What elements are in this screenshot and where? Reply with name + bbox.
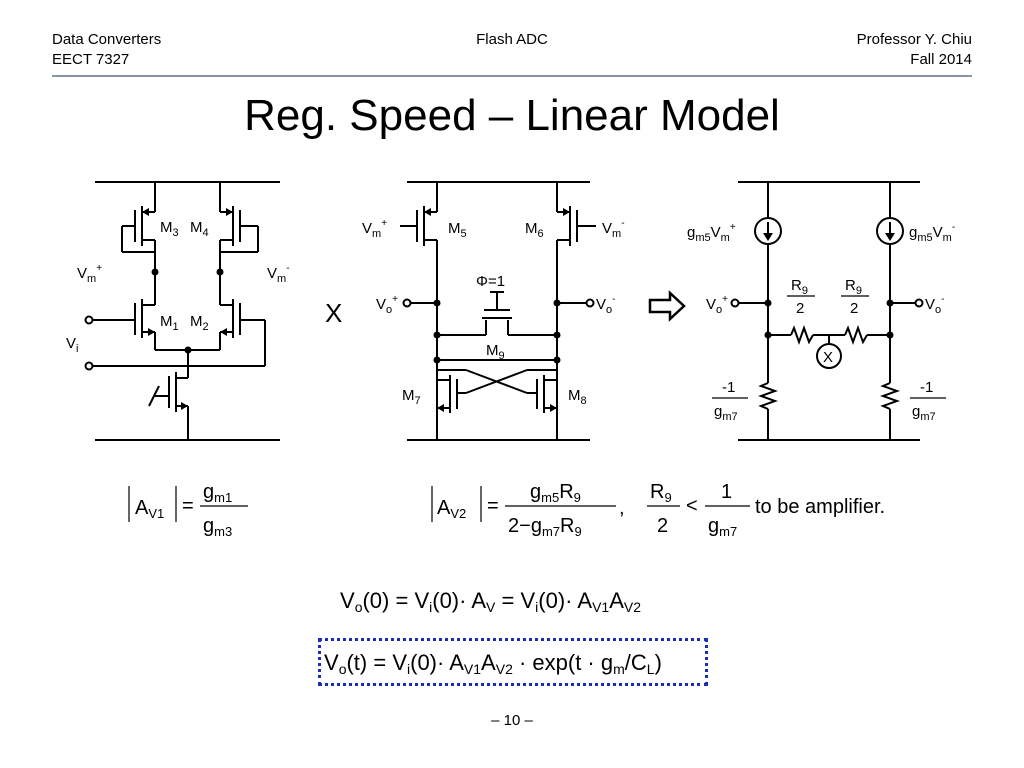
av1-equals: =: [182, 495, 194, 517]
av2-comma: ,: [619, 497, 625, 519]
page-number: – 10 –: [491, 712, 533, 729]
circuit-2-labels: Vm+ M5 M6 Vm- Φ=1 Vo+ Vo- M9 M7 M8: [362, 218, 625, 407]
vi-label: Vi: [66, 335, 78, 355]
av1-den: gm3: [203, 515, 232, 539]
av2-lhs: AV2: [437, 497, 466, 521]
m2-label: M2: [190, 313, 209, 333]
av2-equals: =: [487, 495, 499, 517]
vo0-equation: Vo(0) = Vi(0)· AV = Vi(0)· AV1AV2: [340, 588, 641, 615]
gm5-vm-plus-label: gm5Vm+: [687, 222, 736, 244]
circuit-2-wires: [400, 181, 596, 441]
left-res-num: -1: [722, 379, 735, 396]
av2-equation: AV2 = gm5R9 2−gm7R9 , R9 2 < 1 gm7 to be…: [437, 481, 885, 539]
av1-equation: AV1 = gm1 gm3: [135, 481, 232, 539]
r9-half-left-den: 2: [796, 300, 804, 317]
slide-title: Reg. Speed – Linear Model: [244, 91, 780, 140]
av1-lhs: AV1: [135, 497, 164, 521]
phi-label: Φ=1: [476, 273, 505, 290]
circuit-3-terminals: [730, 298, 924, 369]
header-rule: [52, 75, 972, 77]
c3-vo-plus-label: Vo+: [706, 294, 728, 316]
m9-label: M9: [486, 342, 505, 362]
current-source-arrows: [763, 233, 895, 241]
circuit-1-terminals: [84, 315, 94, 371]
r9-half-left-num: R9: [791, 277, 808, 297]
current-source-icons: [754, 217, 904, 245]
circuit-1-labels: M3 M4 M1 M2 Vm+ Vm- Vi: [66, 219, 290, 355]
equivalent-arrow-icon: [648, 290, 686, 322]
av2-den: 2−gm7R9: [508, 515, 582, 539]
m6-label: M6: [525, 220, 544, 240]
circuit-1-wires: [93, 181, 280, 441]
instructor-name: Professor Y. Chiu: [856, 31, 972, 48]
cond-text: to be amplifier.: [755, 496, 885, 518]
m7-label: M7: [402, 387, 421, 407]
m8-label: M8: [568, 387, 587, 407]
av1-num: gm1: [203, 481, 232, 505]
vm-plus-label: Vm+: [77, 263, 102, 285]
r9-half-right-den: 2: [850, 300, 858, 317]
c2-vo-plus-label: Vo+: [376, 294, 398, 316]
right-res-num: -1: [920, 379, 933, 396]
cond-less-than: <: [686, 495, 698, 517]
c2-vm-minus-label: Vm-: [602, 218, 625, 240]
gm5-vm-minus-label: gm5Vm-: [909, 222, 955, 244]
m4-label: M4: [190, 219, 209, 239]
right-res-den: gm7: [912, 403, 936, 423]
circuit-3-wires: [738, 181, 920, 441]
c2-vo-minus-label: Vo-: [596, 294, 615, 316]
vot-equation: Vo(t) = Vi(0)· AV1AV2 · exp(t · gm/CL): [324, 650, 662, 677]
course-code: EECT 7327: [52, 51, 130, 68]
m5-label: M5: [448, 220, 467, 240]
svg-text:Vo(t) = Vi(0)· AV1AV2 · exp(t: Vo(t) = Vi(0)· AV1AV2 · exp(t · gm/CL): [324, 650, 662, 677]
cond-den: 2: [657, 515, 668, 537]
m1-label: M1: [160, 313, 179, 333]
av2-num: gm5R9: [530, 481, 581, 505]
circuit-2-arrows: [424, 208, 570, 412]
topic-header: Flash ADC: [476, 31, 548, 48]
c3-vo-minus-label: Vo-: [925, 294, 944, 316]
circuit-2-nodes: [433, 299, 561, 364]
c2-vm-plus-label: Vm+: [362, 218, 387, 240]
x-node-label: X: [823, 349, 833, 366]
equation-rules: [128, 295, 946, 522]
circuit-1-arrows: [142, 208, 233, 410]
multiply-symbol: X: [325, 298, 342, 328]
cond-rhs-den: gm7: [708, 515, 737, 539]
r9-half-right-num: R9: [845, 277, 862, 297]
vm-minus-label: Vm-: [267, 263, 290, 285]
circuit-2-terminals: [402, 298, 595, 308]
highlighted-equation-box: [318, 638, 708, 686]
left-res-den: gm7: [714, 403, 738, 423]
circuit-3-nodes: [764, 299, 894, 339]
course-header: Data Converters EECT 7327: [52, 30, 161, 70]
circuit-1-nodes: [151, 268, 224, 354]
cond-rhs-num: 1: [721, 481, 732, 503]
m3-label: M3: [160, 219, 179, 239]
term-label: Fall 2014: [910, 51, 972, 68]
cond-num: R9: [650, 481, 672, 505]
svg-text:Vo(0) = Vi(0)· AV = Vi(0)· AV1: Vo(0) = Vi(0)· AV = Vi(0)· AV1AV2: [340, 588, 641, 615]
circuit-3-labels: gm5Vm+ gm5Vm- R9 2 R9 2 Vo+ Vo- X -1 gm7…: [687, 222, 955, 423]
course-name: Data Converters: [52, 31, 162, 48]
instructor-header: Professor Y. Chiu Fall 2014: [857, 30, 972, 70]
